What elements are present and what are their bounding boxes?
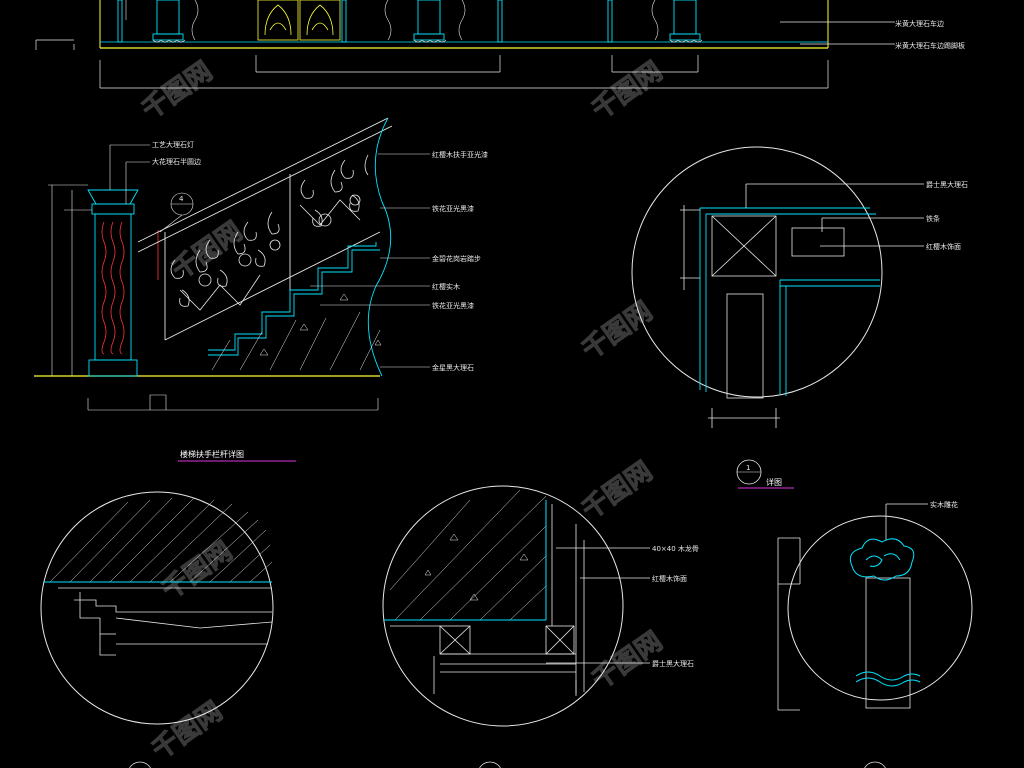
stair-label: 红樱实木: [432, 282, 460, 291]
door-ornament: [257, 0, 341, 41]
detail1-label: 红樱木饰面: [926, 242, 961, 251]
stair-label: 红樱木扶手亚光漆: [432, 150, 488, 159]
stair-label: 金碧花岗岩踏步: [432, 254, 481, 263]
elevation-label: 米黄大理石车边: [895, 19, 944, 28]
detail1-label: 铁条: [926, 214, 940, 223]
elevation-drawing: 米黄大理石车边 米黄大理石车边踢脚板: [35, 0, 965, 89]
watermark-text: 千图网: [577, 456, 658, 525]
iron-scrollwork: [170, 154, 369, 311]
watermark-text: 千图网: [157, 536, 238, 605]
bottom-markers: [129, 761, 886, 768]
detail-1: 爵士黑大理石 铁条 红樱木饰面 1 详图: [631, 146, 968, 489]
watermark-text: 千图网: [137, 56, 218, 125]
stair-label: 工艺大理石灯: [152, 140, 194, 149]
stair-label: 铁花亚光黑漆: [432, 301, 474, 310]
stair-railing-detail: 工艺大理石灯 大花理石半圆边 红樱木扶手亚光漆 铁花亚光黑漆 金碧花岗岩踏步 红…: [34, 117, 488, 462]
watermark-layer: 千图网 千图网 千图网 千图网 千图网 千图网 千图网 千图网: [136, 56, 668, 766]
column-group: [117, 0, 701, 43]
detail1-label: 爵士黑大理石: [926, 180, 968, 189]
detail-mid-label: 40×40 木龙骨: [652, 544, 699, 553]
detail1-title: 详图: [766, 477, 782, 487]
watermark-text: 千图网: [587, 56, 668, 125]
stair-marker: 4: [179, 195, 184, 203]
stair-label: 金星黑大理石: [432, 363, 474, 372]
detail-mid-label: 红樱木饰面: [652, 574, 687, 583]
detail1-marker: 1: [746, 464, 750, 472]
watermark-text: 千图网: [147, 696, 228, 765]
detail-mid-label: 爵士黑大理石: [652, 659, 694, 668]
detail-right-label: 实木雕花: [930, 500, 958, 509]
carved-wood-ornament: [849, 538, 921, 687]
detail-bottom-right: 实木雕花: [777, 500, 973, 711]
newel-post: [87, 189, 139, 377]
stair-title: 楼梯扶手栏杆详图: [180, 449, 244, 459]
detail-bottom-left: [40, 491, 274, 725]
stair-label: 铁花亚光黑漆: [432, 204, 474, 213]
stair-steps: [208, 117, 392, 377]
watermark-text: 千图网: [577, 296, 658, 365]
stair-label: 大花理石半圆边: [152, 157, 201, 166]
elevation-label: 米黄大理石车边踢脚板: [895, 41, 965, 50]
detail-bottom-middle: 40×40 木龙骨 红樱木饰面 爵士黑大理石: [382, 485, 699, 727]
